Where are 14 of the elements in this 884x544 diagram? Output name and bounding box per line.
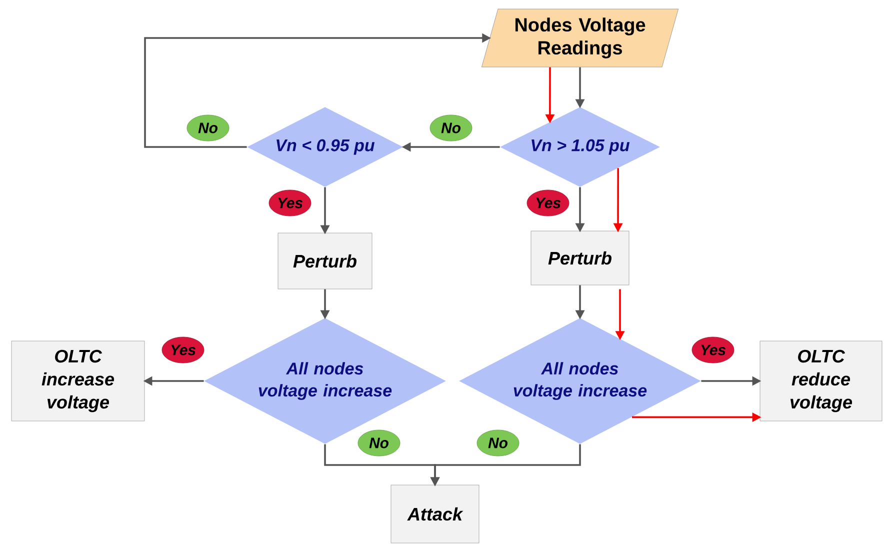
input-parallelogram: Nodes Voltage Readings [482, 8, 678, 68]
process-box: OLTC reduce voltage [760, 340, 882, 422]
process-box: Attack [390, 484, 480, 544]
edge-label: No [186, 114, 230, 142]
process-box: OLTC increase voltage [11, 340, 145, 422]
process-box: Perturb [530, 230, 630, 286]
edge-label: No [430, 114, 472, 142]
edge-label: Yes [526, 190, 570, 216]
edge-label: Yes [268, 190, 312, 216]
edge-label: Yes [162, 336, 204, 364]
process-box: Perturb [278, 232, 372, 290]
edge-label: Yes [692, 336, 734, 364]
edge-label: No [358, 430, 400, 456]
edge-label: No [476, 430, 520, 456]
